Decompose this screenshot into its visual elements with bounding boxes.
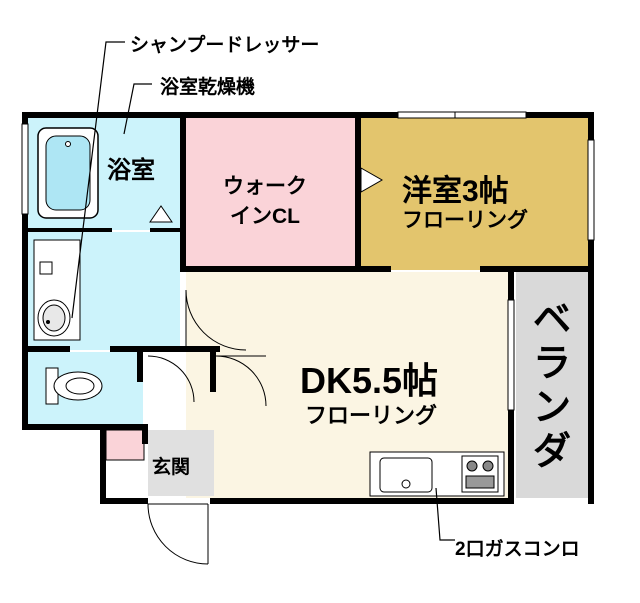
western-room-title: 洋室3帖	[402, 175, 509, 208]
entrance-area	[148, 430, 214, 496]
walkin-closet-label: ウォーク インCL	[223, 170, 307, 230]
gas-stove-label: 2口ガスコンロ	[455, 539, 580, 560]
gas-stove-icon	[461, 455, 499, 493]
shoe-cabinet	[105, 429, 145, 461]
entrance-label: 玄関	[152, 457, 191, 478]
bathroom-label: 浴室	[107, 157, 155, 184]
dk-floor: フローリング	[305, 403, 438, 428]
walkin-closet-label-line1: ウォーク	[223, 175, 307, 198]
western-room-floor: フローリング	[402, 209, 528, 232]
walkin-closet-area	[186, 118, 356, 270]
balcony-label: ベ ラ ン ダ	[530, 298, 574, 474]
balcony-char-3: ン	[532, 387, 571, 429]
toilet-fixture	[45, 367, 103, 405]
balcony-char-4: ダ	[532, 431, 571, 473]
leader-lines	[71, 41, 455, 541]
western-room-area	[361, 118, 588, 270]
dk-title: DK5.5帖	[300, 360, 439, 401]
balcony-area	[516, 272, 590, 498]
shampoo-dresser-label: シャンプードレッサー	[130, 35, 320, 56]
balcony-char-2: ラ	[532, 343, 571, 385]
windows	[21, 111, 595, 411]
kitchen-sink	[379, 457, 433, 493]
walkin-closet-label-line2: インCL	[230, 205, 300, 228]
balcony-char-1: ベ	[532, 299, 571, 341]
bath-dryer-label: 浴室乾燥機	[160, 77, 256, 98]
door-swings	[147, 289, 267, 565]
